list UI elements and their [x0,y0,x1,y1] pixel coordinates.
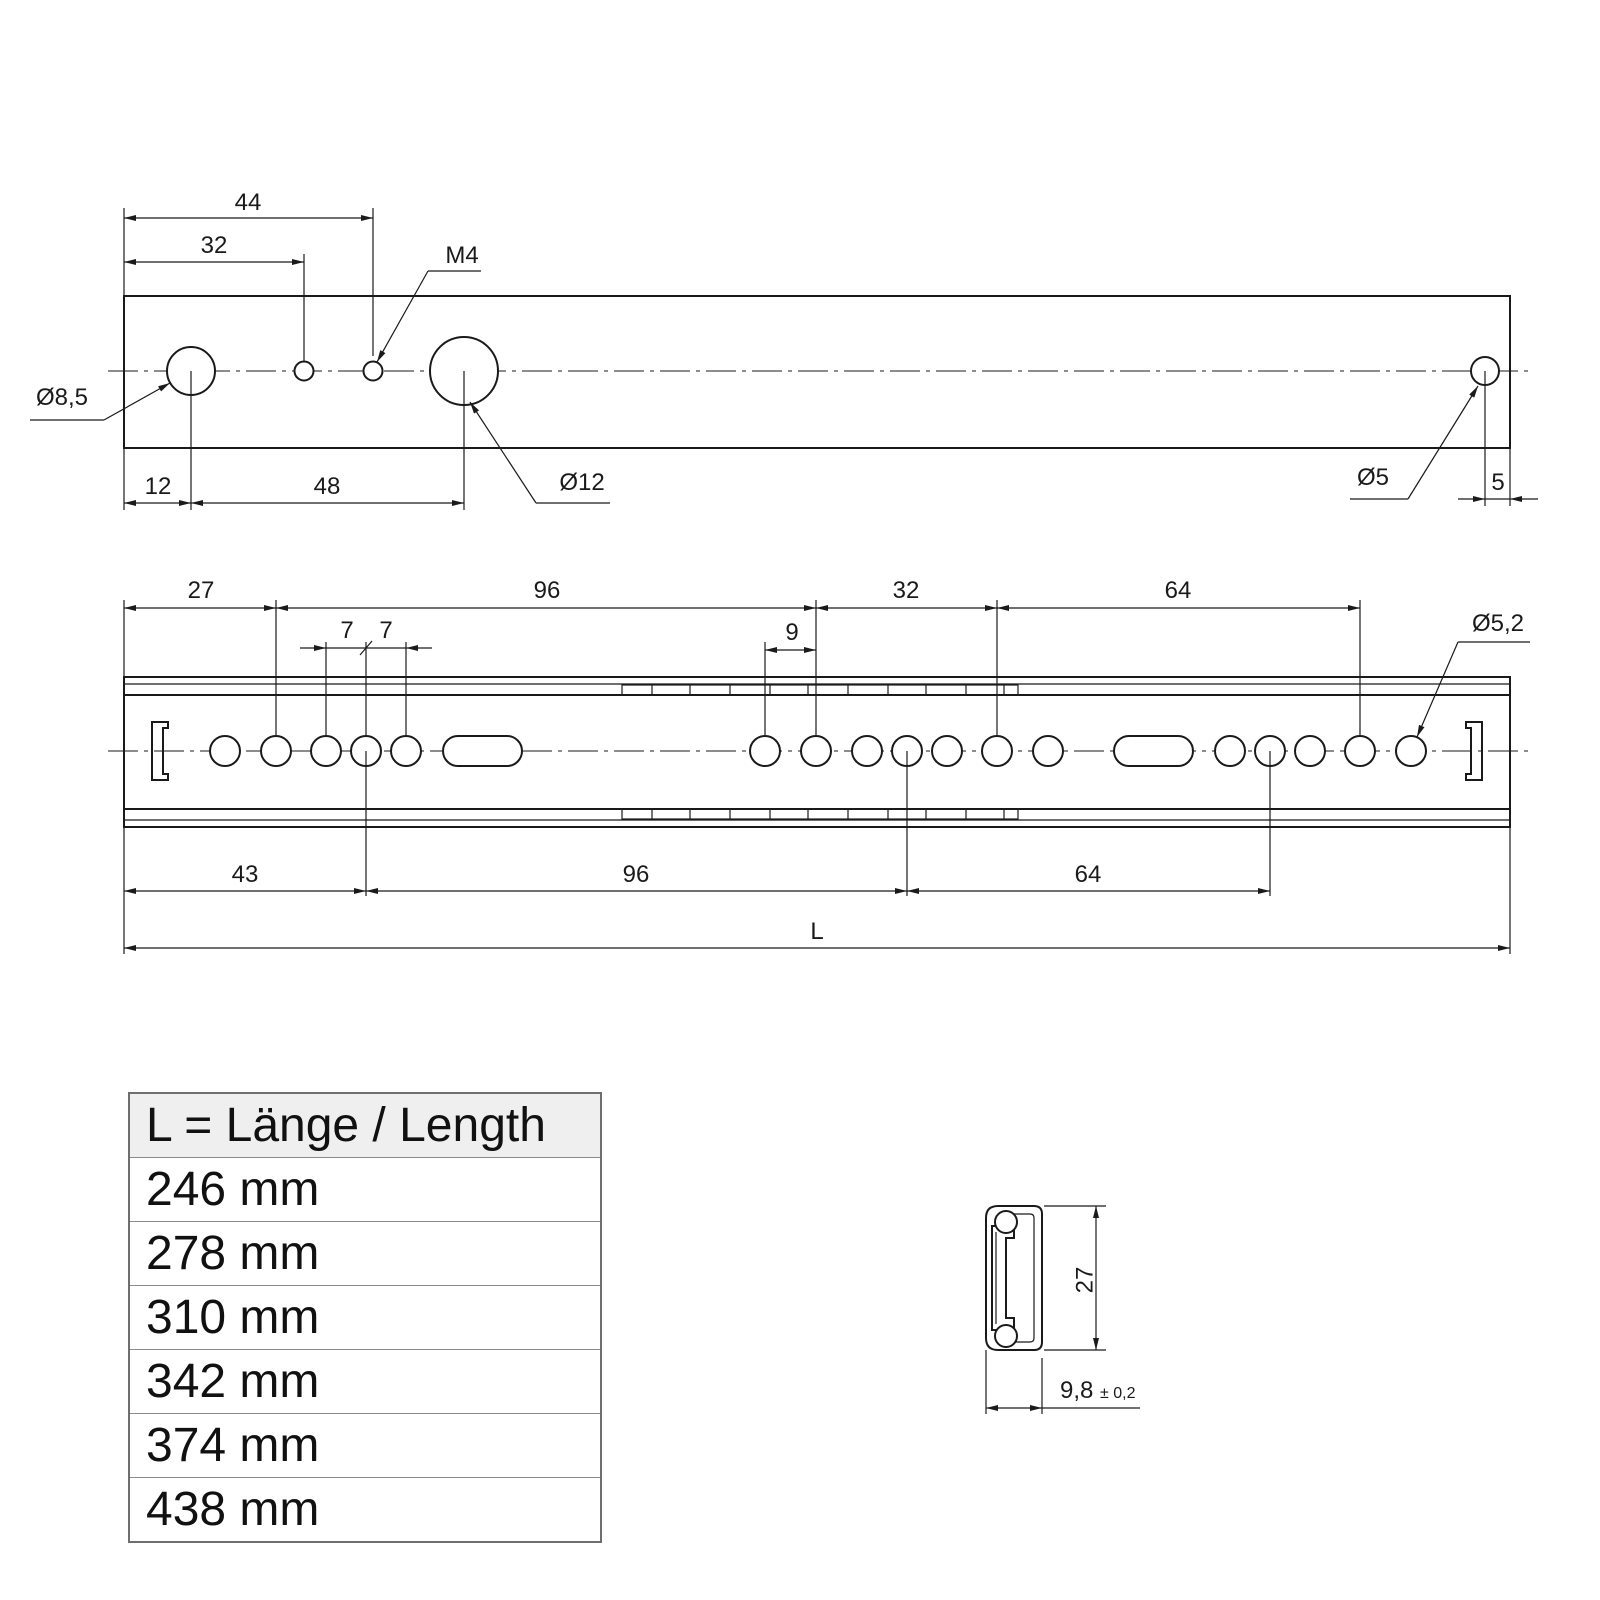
length-table-header-row: L = Länge / Length [129,1093,601,1158]
dim-32-side: 32 [893,577,920,604]
end-stop-right [1465,721,1483,781]
dim-7b: 7 [379,617,392,644]
table-row: 310 mm [129,1285,601,1350]
dim-44: 44 [235,189,262,216]
dim-section-height: 27 [1071,1267,1098,1294]
dim-48: 48 [314,473,341,500]
ball-top [994,1210,1018,1234]
leader-dia-5-2 [1416,641,1459,738]
leader-m4 [376,270,429,363]
length-value: 438 mm [129,1477,601,1542]
length-table-header: L = Länge / Length [129,1093,601,1158]
label-dia-12: Ø12 [559,469,604,496]
dim-5: 5 [1491,469,1504,496]
slot-right [1113,735,1194,767]
dim-32: 32 [201,232,228,259]
top-view-outline [123,295,1511,449]
side-view: 27 96 32 64 7 7 9 Ø5,2 43 96 64 [108,577,1530,954]
rail-profile-inner [991,1225,1015,1331]
hole-m4 [362,360,384,382]
dim-12: 12 [145,473,172,500]
dim-section-width: 9,8 [1060,1377,1093,1404]
dim-length: L [810,918,823,945]
rail-outline [123,676,1511,828]
top-view: 44 32 M4 Ø8,5 Ø12 Ø5 12 48 5 [30,189,1538,510]
hole-small-32 [293,360,315,382]
length-value: 278 mm [129,1221,601,1286]
length-table: L = Länge / Length 246 mm 278 mm 310 mm … [128,1092,602,1543]
table-row: 438 mm [129,1477,601,1542]
length-value: 310 mm [129,1285,601,1350]
ball-bottom [994,1324,1018,1348]
dim-section-tolerance: ± 0,2 [1100,1385,1136,1402]
table-row: 374 mm [129,1413,601,1478]
dim-64-top: 64 [1165,577,1192,604]
length-value: 374 mm [129,1413,601,1478]
dim-43: 43 [232,861,259,888]
label-dia-8-5: Ø8,5 [36,384,88,411]
dim-27: 27 [188,577,215,604]
dim-7a: 7 [340,617,353,644]
dim-96-top: 96 [534,577,561,604]
label-dia-5: Ø5 [1357,464,1389,491]
label-m4: M4 [445,242,478,269]
table-row: 342 mm [129,1349,601,1414]
leader-dia-12 [469,401,537,504]
section-view: 27 9,8 ± 0,2 [985,1205,1140,1414]
table-row: 246 mm [129,1157,601,1222]
label-dia-5-2: Ø5,2 [1472,610,1524,637]
leader-dia-5 [1407,385,1479,500]
ball-cage-bottom [621,808,1019,820]
table-row: 278 mm [129,1221,601,1286]
mounting-holes [209,735,1427,767]
slot-left [442,735,523,767]
leader-dia-8-5 [103,382,171,421]
dim-96-bottom: 96 [623,861,650,888]
ball-cage-top [621,684,1019,696]
length-value: 246 mm [129,1157,601,1222]
rail-profile-outer [985,1205,1043,1351]
hole-dia-5-2 [1395,735,1427,767]
end-stop-left [151,721,169,781]
length-value: 342 mm [129,1349,601,1414]
dim-64-bottom: 64 [1075,861,1102,888]
dim-9: 9 [785,619,798,646]
